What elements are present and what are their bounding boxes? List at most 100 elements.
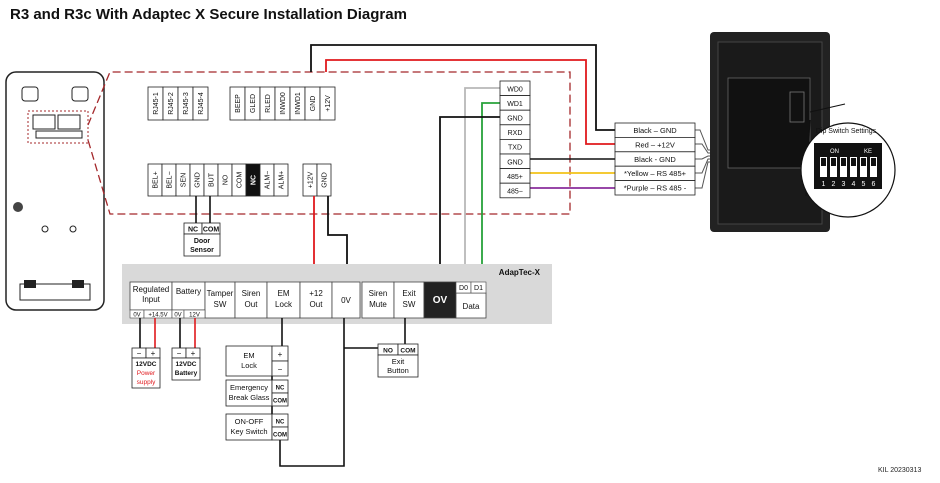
adaptec-terminal-label-2: SW <box>214 300 227 309</box>
adaptec-terminal-label: Battery <box>176 287 201 296</box>
wire-label: *Purple – RS 485 - <box>624 184 687 193</box>
reader-bottom-terminal-label: COM <box>237 172 244 189</box>
power-supply-plus: + <box>151 349 156 358</box>
adaptec-terminal-box <box>129 281 173 311</box>
reader-bottom-terminal-label: GND <box>322 172 329 188</box>
adaptec-name: AdapTec-X <box>499 268 541 277</box>
adaptec-terminal-label-1: Regulated <box>133 285 169 294</box>
data-terminal-box <box>499 182 531 199</box>
dip-switch-knob <box>821 158 826 166</box>
em-lock-plus: + <box>278 350 283 359</box>
break-glass-nc: NC <box>276 386 285 392</box>
reader-top-terminal-label: INWD0 <box>280 92 287 115</box>
reader-device <box>5 71 105 311</box>
dip-switch-number: 5 <box>862 181 866 188</box>
reader-top-terminal-box <box>192 86 209 121</box>
adaptec-terminal-label-2: Out <box>310 300 324 309</box>
dip-switch-slot <box>830 157 837 177</box>
adaptec-terminal-label: Data <box>463 302 480 311</box>
reader-bottom-terminal-label: GND <box>195 172 202 188</box>
exit-button-no: NO <box>383 348 393 355</box>
reader-top-terminal-label: RJ45-3 <box>183 92 190 115</box>
terminal-zoom-outline <box>87 71 571 215</box>
dip-switch-knob <box>841 158 846 166</box>
data-terminal-label: TXD <box>508 145 522 152</box>
dip-switch-number: 4 <box>852 181 856 188</box>
document-code: KIL 20230313 <box>878 467 922 474</box>
wire-label-box <box>614 180 696 196</box>
adaptec-terminal-box <box>234 281 268 319</box>
key-switch-label-1: ON-OFF <box>235 417 264 426</box>
break-glass-label-2: Break Glass <box>229 393 270 402</box>
adaptec-terminal-label-1: Siren <box>369 289 388 298</box>
page-title: R3 and R3c With Adaptec X Secure Install… <box>10 6 407 23</box>
adaptec-terminal-label-1: Tamper <box>207 289 234 298</box>
data-terminal-label: 485+ <box>507 174 523 181</box>
reader-bottom-terminal-box <box>316 163 332 197</box>
battery-plus: + <box>191 349 196 358</box>
adaptec-data-subterminal-label: D0 <box>459 285 468 292</box>
wire-label: Black - GND <box>634 155 676 164</box>
adaptec-terminal-label-2: Input <box>142 295 161 304</box>
power-supply-label-2: Power <box>137 370 156 377</box>
adaptec-terminal-label-2: Mute <box>369 300 387 309</box>
power-supply: − + 12VDC Power supply <box>131 347 161 389</box>
adaptec-data-subterminal-box <box>470 281 487 294</box>
adaptec-sub-terminal-label: +14.5V <box>148 313 167 319</box>
dip-switch-number: 6 <box>872 181 876 188</box>
door-sensor: NC COM Door Sensor <box>183 222 221 257</box>
dip-ke-label: KE <box>864 149 872 155</box>
dip-switch-slot <box>860 157 867 177</box>
break-glass-label-1: Emergency <box>230 383 268 392</box>
reader-top-terminal-label: INWD1 <box>295 92 302 115</box>
adaptec-data-subterminal-label: D1 <box>474 285 483 292</box>
adaptec-terminal-label: OV <box>433 295 448 306</box>
dip-switch-knob <box>871 158 876 166</box>
reader-bottom-terminal-label: ALM− <box>265 171 272 189</box>
data-terminal-label: GND <box>507 116 523 123</box>
data-terminal-label: WD0 <box>507 86 523 93</box>
adaptec-terminal-box <box>266 281 301 319</box>
dip-switch-knob <box>851 158 856 166</box>
em-lock-label-1: EM <box>243 351 254 360</box>
dip-switch-knob <box>861 158 866 166</box>
reader-top-terminal-label: GND <box>310 96 317 112</box>
data-terminal-label: WD1 <box>507 101 523 108</box>
adaptec-terminal-label-1: EM <box>278 289 290 298</box>
reader-bottom-terminal-label: ALM+ <box>279 171 286 189</box>
reader-bottom-terminal-label: BEL− <box>167 171 174 188</box>
adaptec-terminal-label: 0V <box>341 296 351 305</box>
reader-top-terminal-label: RJ45-1 <box>153 92 160 115</box>
reader-bottom-terminal-box <box>273 163 289 197</box>
dip-on-label: ON <box>830 149 839 155</box>
reader-top-terminal-label: RJ45-4 <box>198 92 205 115</box>
adaptec-sub-terminal-label: 12V <box>189 313 200 319</box>
data-terminal-label: RXD <box>508 130 523 137</box>
reader-bottom-terminal-label: NO <box>223 174 230 185</box>
adaptec-terminal-box <box>299 281 333 319</box>
adaptec-sub-terminal-label: 0V <box>133 313 140 319</box>
reader-top-terminal-label: +12V <box>325 95 332 112</box>
dip-switch-number: 3 <box>842 181 846 188</box>
break-glass-com: COM <box>273 399 287 405</box>
reader-bottom-terminal-label: NC <box>251 175 258 185</box>
door-sensor-label-1: Door <box>194 238 211 245</box>
dip-switch-number: 2 <box>832 181 836 188</box>
keypad-device <box>710 32 830 232</box>
em-lock-label-2: Lock <box>241 361 257 370</box>
key-switch-com: COM <box>273 433 287 439</box>
battery-minus: − <box>177 349 182 358</box>
key-switch-label-2: Key Switch <box>230 427 267 436</box>
dip-switch-knob <box>831 158 836 166</box>
dip-switch-slot <box>870 157 877 177</box>
dip-switch-slot <box>820 157 827 177</box>
adaptec-terminal-label-1: +12 <box>309 289 323 298</box>
power-supply-minus: − <box>137 349 142 358</box>
